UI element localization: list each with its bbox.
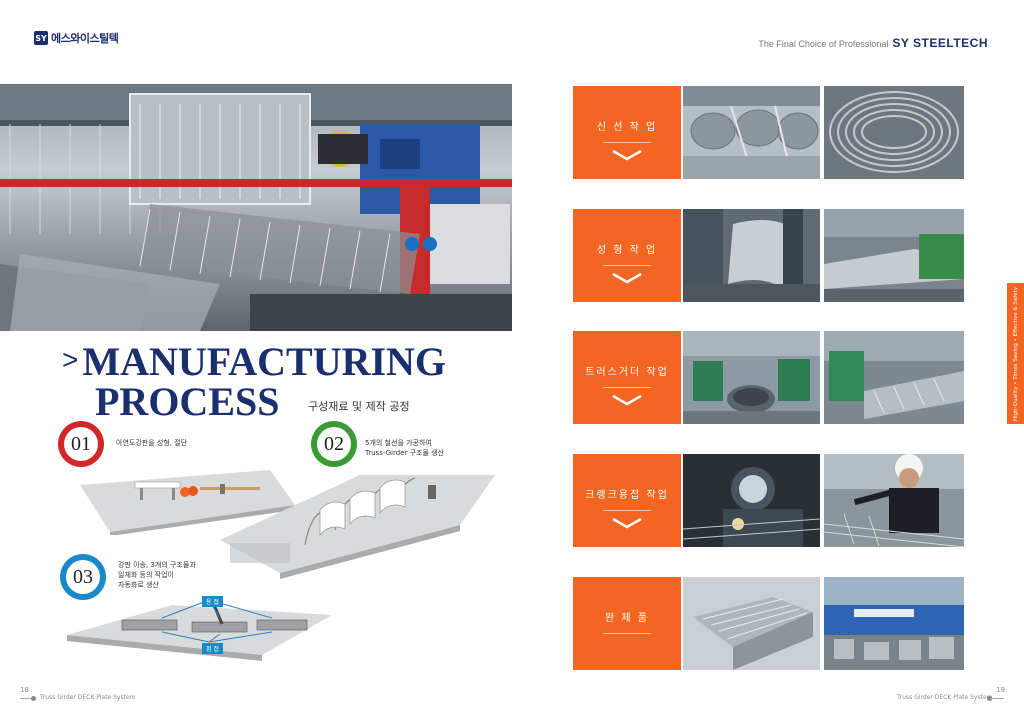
logo-text: 에스와이스틸텍 [51,32,119,45]
photo-steel-coil-forming [683,209,820,302]
step-02-platform [220,475,495,579]
tagline-text: The Final Choice of Professional [758,39,889,49]
weld-label-bottom: 점 접 [202,643,223,654]
step-01-number: 01 [64,427,98,461]
photo-quality-inspection [824,454,964,547]
process-forming: 성 형 작 업 [573,209,681,302]
page-title: >MANUFACTURING PROCESS [62,340,446,422]
title-line1: MANUFACTURING [82,339,447,384]
process-wire-drawing: 신 선 작 업 [573,86,681,179]
photo-wire-coils-rack [683,86,820,179]
photo-truss-machine [683,331,820,424]
photo-finished-deck-plates [683,577,820,670]
page-subtitle: 구성재료 및 제작 공정 [308,400,410,413]
process-finished-product: 완 제 품 [573,577,681,670]
company-logo: SY 에스와이스틸텍 [34,30,119,46]
factory-illustration [0,84,512,331]
divider [603,510,651,511]
step-02-number: 02 [317,427,351,461]
process-label: 신 선 작 업 [596,122,658,133]
process-label: 성 형 작 업 [596,245,658,256]
photo-truss-girder-output [824,331,964,424]
step-01-text: 아연도강판을 성형, 절단 [116,439,188,447]
footer-rule-left [20,698,33,699]
divider [603,633,651,634]
hero-factory-photo [0,84,512,331]
step-03-platform [67,599,332,661]
step-01-marker: 01 [58,421,104,467]
step-03-number: 03 [66,560,100,594]
step-02-marker: 02 [311,421,357,467]
brand-name: SY STEELTECH [892,36,988,50]
process-label: 트러스거더 작업 [585,367,669,378]
chevron-down-icon [612,517,642,529]
footer-label-right: Truss Girder DECK Plate System [897,694,993,701]
divider [603,265,651,266]
divider [603,142,651,143]
step-03-marker: 03 [60,554,106,600]
photo-welding-worker [683,454,820,547]
photo-factory-exterior [824,577,964,670]
step-02-text: 5개의 철선을 가공하여 Truss-Girder 구조물 생산 [365,439,445,457]
page-number-right: 19 [996,686,1005,694]
chevron-down-icon [612,272,642,284]
logo-mark: SY [34,31,48,45]
title-line2: PROCESS [95,379,280,424]
title-arrow: > [62,344,79,375]
step-03-text: 강판 이송, 3개의 구조물과 일체화 등의 작업이 자동화로 생산 [118,561,196,589]
footer-dot-right [987,696,992,701]
side-tab-text: High-Quality • Times Saving • Effective … [1012,286,1019,421]
footer-label-left: Truss Girder DECK Plate System [40,694,136,701]
step-01-platform [80,470,295,535]
process-label: 완 제 품 [605,613,649,624]
footer-rule-right [990,698,1004,699]
divider [603,387,651,388]
process-truss-girder: 트러스거더 작업 [573,331,681,424]
photo-wire-coil-closeup [824,86,964,179]
process-label: 크랭크용접 작업 [585,490,669,501]
side-tab: High-Quality • Times Saving • Effective … [1007,283,1024,424]
process-crank-welding: 크랭크용접 작업 [573,454,681,547]
weld-label-top: 용 접 [202,596,223,607]
chevron-down-icon [612,394,642,406]
photo-roll-forming-line [824,209,964,302]
chevron-down-icon [612,149,642,161]
footer-dot-left [31,696,36,701]
page-number-left: 18 [20,686,29,694]
